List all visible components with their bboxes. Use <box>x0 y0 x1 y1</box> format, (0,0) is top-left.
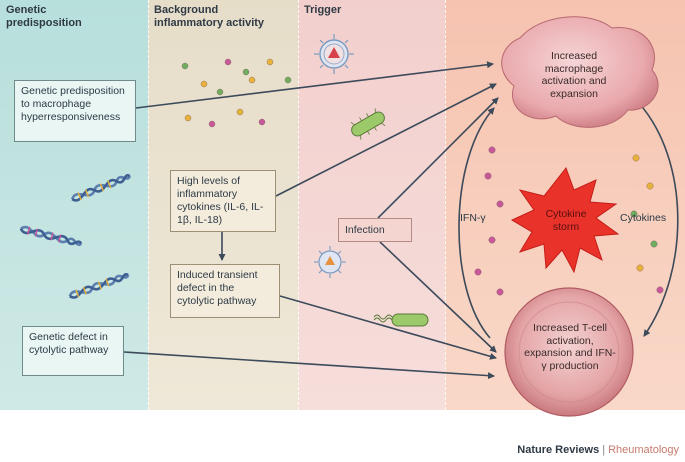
genetic-hyperresponsiveness-box: Genetic predisposition to macrophage hyp… <box>14 80 136 142</box>
background-cytokine-dots <box>181 58 292 128</box>
cytokine-storm-burst <box>510 166 620 274</box>
bacterium-icon <box>350 108 386 140</box>
arrows <box>123 61 679 380</box>
dna-icon <box>68 272 130 299</box>
macrophage-label: Increased macrophage activation and expa… <box>541 50 607 100</box>
virus-icon <box>314 246 346 278</box>
column-heading-trigger: Trigger <box>304 4 342 16</box>
arrow-infection-to-macrophage <box>377 97 499 219</box>
journal-name: Rheumatology <box>608 444 679 456</box>
separator: | <box>602 444 606 456</box>
dna-icon <box>70 173 131 202</box>
arrow-genetic-defect-to-tcell <box>123 351 495 380</box>
bacterium-icon <box>373 313 429 327</box>
trigger-column <box>298 0 445 410</box>
infection-box: Infection <box>338 218 412 242</box>
cytokine-storm-label: Cytokine storm <box>545 208 587 233</box>
arrow-ifn-feedback <box>458 107 495 339</box>
column-heading-genetic: Genetic predisposition <box>6 4 82 29</box>
induced-defect-box: Induced transient defect in the cytolyti… <box>170 264 280 318</box>
dna-icon <box>19 225 83 247</box>
column-divider <box>298 0 299 410</box>
arrow-defect-to-tcell <box>279 295 497 360</box>
arrow-genetic-to-macrophage <box>135 61 494 109</box>
attribution: Nature Reviews|Rheumatology <box>517 444 679 456</box>
column-divider <box>148 0 149 410</box>
inflammatory-cytokines-box: High levels of inflammatory cytokines (I… <box>170 170 276 232</box>
macrophage-cell <box>501 16 659 128</box>
t-cell <box>504 287 634 417</box>
cytokines-label: Cytokines <box>620 212 667 224</box>
arrow-infection-to-tcell <box>379 241 497 353</box>
ifn-gamma-label: IFN-γ <box>460 212 486 224</box>
arrow-cytokines-to-macrophage <box>275 83 497 197</box>
arrow-cytokines-feedback <box>637 101 679 337</box>
column-divider <box>445 0 446 410</box>
t-cell-label: Increased T-cell activation, expansion a… <box>524 322 616 372</box>
column-heading-background: Background inflammatory activity <box>154 4 265 29</box>
genetic-defect-box: Genetic defect in cytolytic pathway <box>22 326 124 376</box>
cytokine-dots <box>474 146 664 296</box>
virus-icon <box>314 34 354 74</box>
publisher-name: Nature Reviews <box>517 444 600 456</box>
